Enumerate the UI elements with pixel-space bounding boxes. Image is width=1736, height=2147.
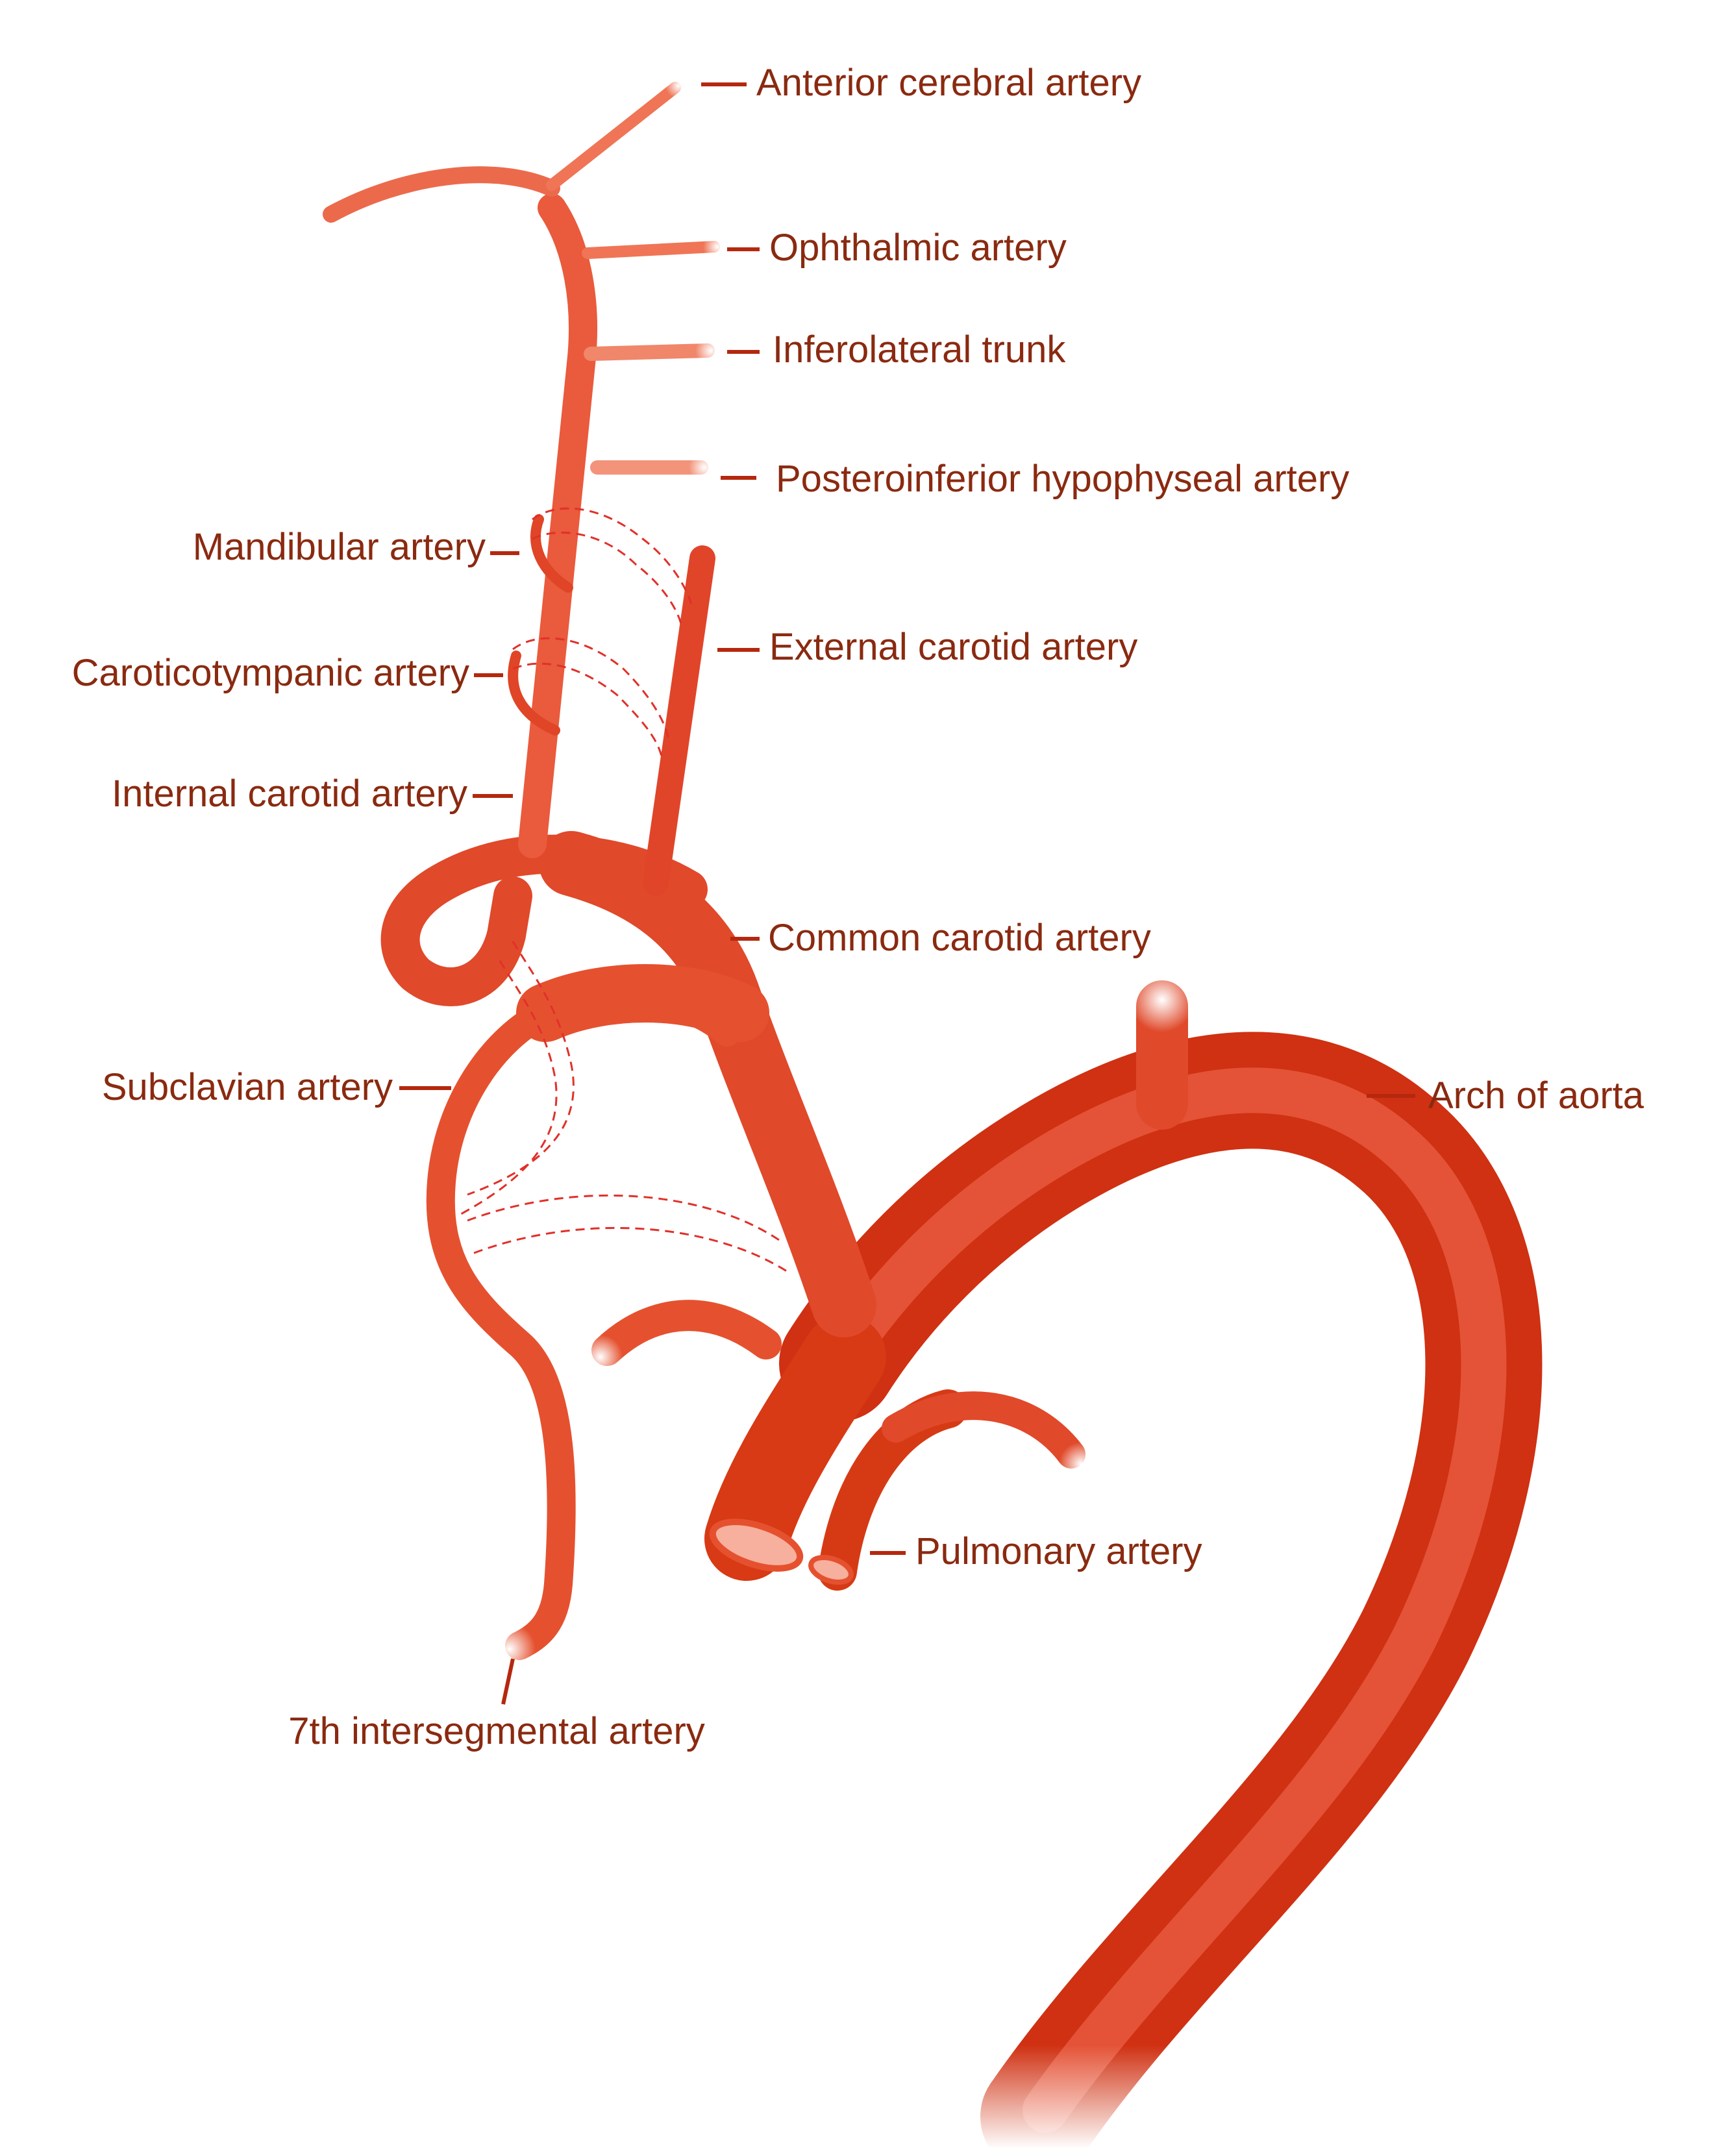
- regressed-line-mandibular-2: [532, 531, 683, 627]
- vessel-layer: [323, 82, 1543, 2147]
- inferolateral-end-fade: [695, 335, 726, 366]
- fade-overlays: [484, 73, 1298, 2147]
- external-carotid-vessel: [643, 545, 715, 896]
- label-common-carotid-artery: Common carotid artery: [768, 917, 1151, 959]
- left-arch-end-fade: [578, 1335, 623, 1379]
- regressed-segments: [460, 507, 789, 1274]
- cerebral-arch-vessel: [323, 166, 560, 223]
- pulmonary-branch-vessel: [882, 1391, 1085, 1469]
- regressed-line-tympanic-2: [512, 662, 663, 760]
- left-sixth-arch-vessel: [591, 1300, 782, 1366]
- label-arch-of-aorta: Arch of aorta: [1428, 1074, 1644, 1117]
- leader-lines: [399, 82, 1415, 1705]
- label-posteroinferior-hypophyseal-artery: Posteroinferior hypophyseal artery: [776, 458, 1349, 500]
- anterior-cerebral-end-fade: [665, 73, 691, 99]
- regressed-line-subclavian-2: [460, 960, 558, 1215]
- ophthalmic-vessel: [582, 241, 720, 259]
- regressed-line-fourth-arch-1: [467, 1194, 780, 1241]
- label-external-carotid-artery: External carotid artery: [769, 626, 1137, 668]
- ophthalmic-end-fade: [703, 232, 732, 261]
- regressed-line-fourth-arch-2: [473, 1226, 789, 1274]
- regressed-line-subclavian-1: [467, 941, 575, 1196]
- carotid-curl-vessel: [380, 834, 708, 1006]
- inferolateral-vessel: [584, 343, 715, 361]
- pulmonary-branch-end-fade: [1059, 1442, 1103, 1486]
- posteroinferior-end-fade: [689, 452, 720, 483]
- subclavian-end-fade: [484, 1623, 536, 1675]
- leader-intersegmental: [501, 1658, 515, 1705]
- subclavian-upper-vessel: [516, 964, 769, 1042]
- mandibular-vessel: [530, 514, 573, 593]
- label-subclavian-artery: Subclavian artery: [102, 1066, 393, 1108]
- pulmonary-cut-end: [808, 1555, 854, 1585]
- label-ophthalmic-artery: Ophthalmic artery: [769, 227, 1067, 269]
- aortic-sac-vessel: [704, 1315, 886, 1581]
- label-layer: Anterior cerebral artery Ophthalmic arte…: [72, 62, 1644, 1752]
- anterior-cerebral-vessel: [546, 82, 681, 191]
- label-caroticotympanic-artery: Caroticotympanic artery: [72, 652, 469, 694]
- internal-carotid-vessel: [518, 193, 597, 858]
- label-internal-carotid-artery: Internal carotid artery: [112, 773, 467, 815]
- regressed-line-tympanic-1: [512, 637, 670, 741]
- label-mandibular-artery: Mandibular artery: [193, 526, 486, 568]
- label-anterior-cerebral-artery: Anterior cerebral artery: [756, 62, 1141, 104]
- label-inferolateral-trunk: Inferolateral trunk: [773, 329, 1066, 371]
- label-pulmonary-artery: Pulmonary artery: [915, 1530, 1202, 1572]
- caroticotympanic-vessel: [508, 651, 560, 736]
- aortic-sac-cut-end: [709, 1519, 804, 1572]
- label-7th-intersegmental-artery: 7th intersegmental artery: [288, 1710, 705, 1752]
- arch-dorsal-end-fade: [1130, 967, 1195, 1032]
- arch-of-aorta-highlight: [815, 1067, 1507, 2133]
- aorta-bottom-fade: [974, 2045, 1298, 2147]
- cut-ends: [709, 1519, 854, 1585]
